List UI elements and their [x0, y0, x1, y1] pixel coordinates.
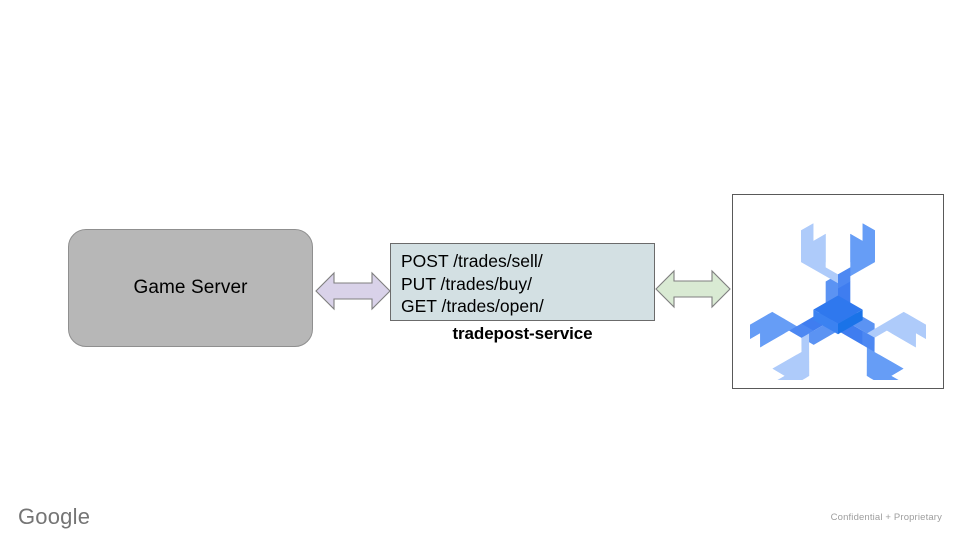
- double-headed-arrow-icon: [315, 271, 391, 311]
- connector-game-server-to-service[interactable]: [314, 268, 392, 314]
- double-headed-arrow-icon: [655, 269, 731, 309]
- google-wordmark: Google: [18, 504, 91, 529]
- node-service-logo-frame[interactable]: [732, 194, 944, 389]
- node-game-server-label: Game Server: [133, 276, 248, 298]
- isometric-wrench-icon: [750, 222, 926, 380]
- connector-service-to-logo[interactable]: [654, 266, 732, 312]
- endpoint-get-trades-open: GET /trades/open/: [401, 296, 544, 316]
- endpoint-put-trades-buy: PUT /trades/buy/: [401, 273, 532, 294]
- endpoint-post-trades-sell: POST /trades/sell/: [401, 251, 543, 271]
- node-tradepost-service-caption: tradepost-service: [452, 324, 593, 343]
- node-tradepost-service[interactable]: POST /trades/sell/ PUT /trades/buy/ GET …: [390, 243, 655, 321]
- node-game-server[interactable]: Game Server: [68, 229, 313, 347]
- footer-confidential-notice: Confidential + Proprietary: [830, 512, 942, 523]
